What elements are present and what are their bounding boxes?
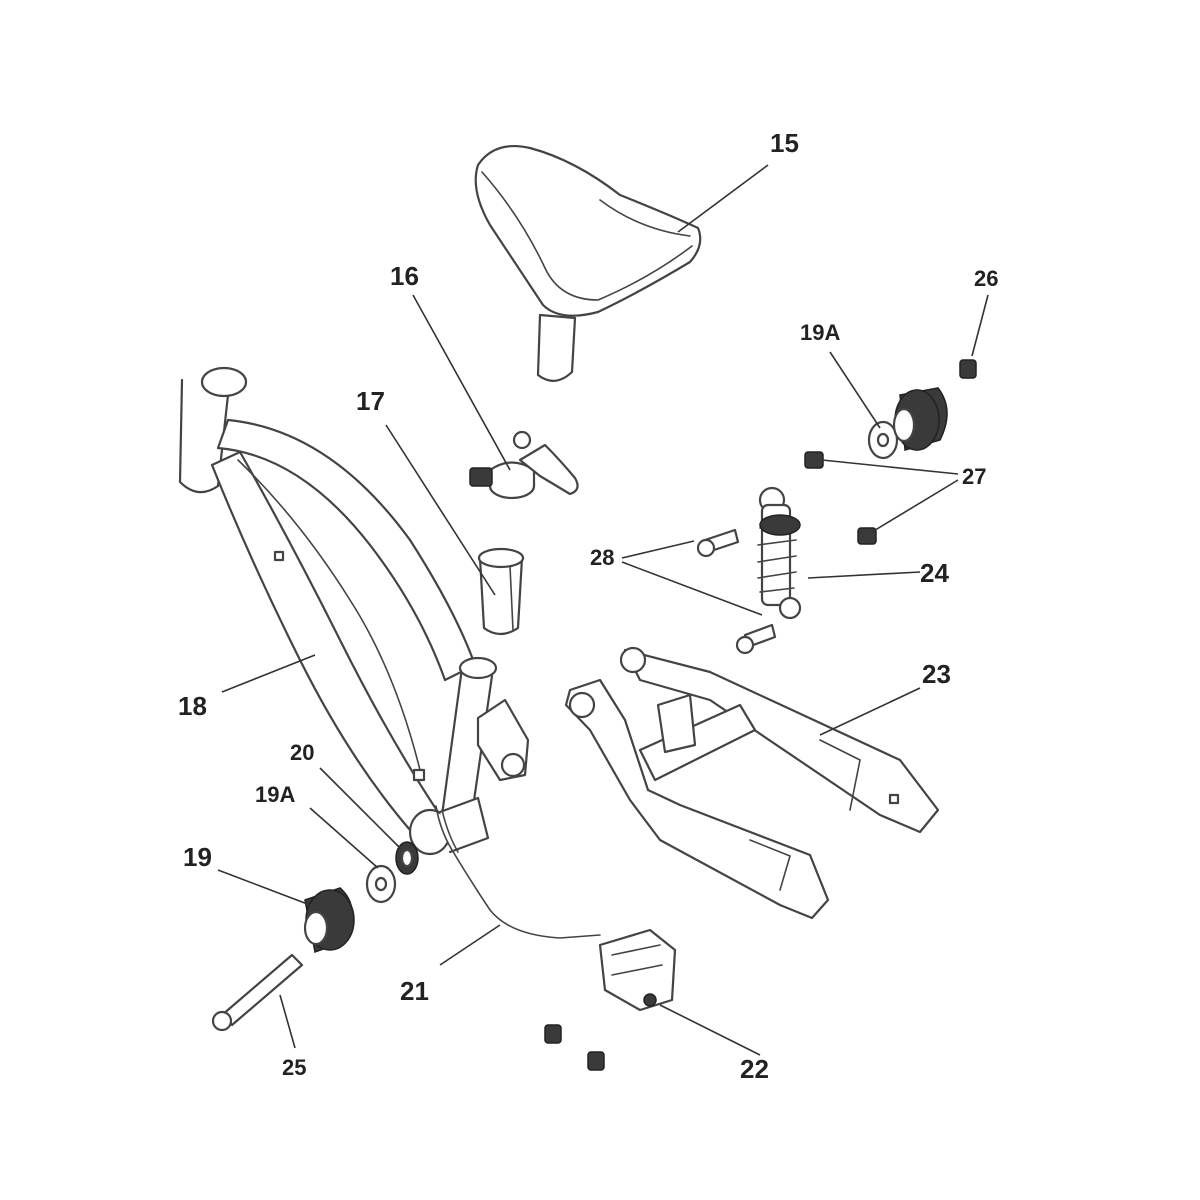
callout-28: 28	[590, 545, 614, 570]
callout-21: 21	[400, 976, 429, 1006]
lower-roller-assembly-part	[303, 841, 419, 954]
bolts-28-part	[696, 528, 777, 655]
leader-lines	[217, 164, 989, 1056]
callout-26: 26	[974, 266, 998, 291]
brake-cable-part	[435, 805, 601, 939]
callout-19a-upper: 19A	[800, 320, 840, 345]
screws-27-part	[804, 451, 877, 545]
callout-labels: 15 16 17 18 19 19A 19A 20 21 22 23 24 25…	[178, 128, 998, 1084]
shock-absorber-part	[757, 486, 802, 620]
callout-23: 23	[922, 659, 951, 689]
callout-19: 19	[183, 842, 212, 872]
callout-17: 17	[356, 386, 385, 416]
upper-roller-part	[867, 359, 977, 460]
frame-part	[178, 366, 530, 856]
callout-19a-lower: 19A	[255, 782, 295, 807]
axle-bolt-part	[211, 953, 304, 1032]
callout-20: 20	[290, 740, 314, 765]
callout-18: 18	[178, 691, 207, 721]
seat-part	[474, 144, 702, 382]
callout-15: 15	[770, 128, 799, 158]
callout-25: 25	[282, 1055, 306, 1080]
callout-22: 22	[740, 1054, 769, 1084]
swing-arm-part	[564, 646, 940, 920]
seat-tube-insert-part	[477, 547, 525, 636]
callout-24: 24	[920, 558, 949, 588]
seat-clamp-part	[469, 430, 579, 500]
callout-16: 16	[390, 261, 419, 291]
brake-caliper-part	[544, 928, 677, 1071]
callout-27: 27	[962, 464, 986, 489]
